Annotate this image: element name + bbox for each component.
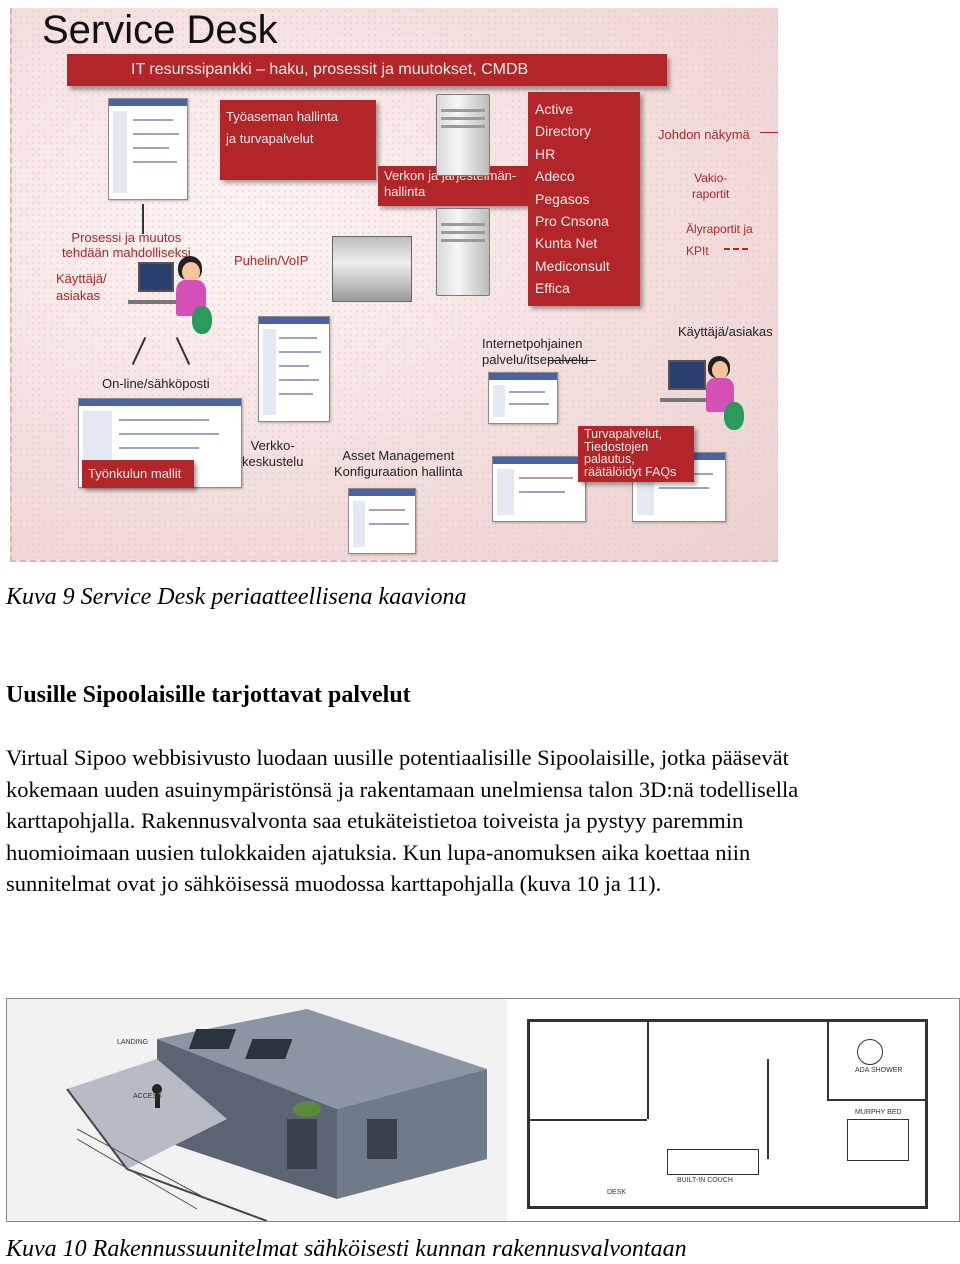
system-item: HR xyxy=(535,145,556,162)
standard-reports-line1: Vakio- xyxy=(694,171,728,185)
building-3d-render xyxy=(7,999,507,1221)
diagram-title: Service Desk xyxy=(42,8,278,52)
browser-screenshot-thumbnail xyxy=(258,316,330,422)
internet-service-label: Internetpohjainen palvelu/itsepalvelu xyxy=(482,336,588,368)
paragraph-line: karttapohjalla. Rakennusvalvonta saa etu… xyxy=(6,808,744,833)
user-customer-label: Käyttäjä/ asiakas xyxy=(56,270,107,304)
asset-line2: Konfiguraation hallinta xyxy=(334,464,463,479)
discussion-label: Verkko- keskustelu xyxy=(242,438,303,470)
systems-list: Active Directory HR Adeco Pegasos Pro Cn… xyxy=(528,92,640,306)
figure-9-caption: Kuva 9 Service Desk periaatteellisena ka… xyxy=(6,584,467,610)
plan-label: ADA SHOWER xyxy=(855,1067,903,1074)
self-service-screenshot-thumbnail xyxy=(488,372,558,424)
plan-label: LANDING xyxy=(117,1039,149,1046)
internet-line2: palvelu/itsepalvelu xyxy=(482,352,589,367)
server-icon xyxy=(436,208,490,296)
security-line2: Tiedostojen xyxy=(584,439,649,454)
up-arrow xyxy=(142,204,144,234)
body-paragraph: Virtual Sipoo webbisivusto luodaan uusil… xyxy=(6,742,956,900)
resource-bank-banner: IT resurssipankki – haku, prosessit ja m… xyxy=(67,54,667,86)
discussion-line2: keskustelu xyxy=(242,454,304,469)
security-line4: räätälöidyt FAQs xyxy=(584,464,677,479)
paragraph-line: kokemaan uuden asuinympäristönsä ja rake… xyxy=(6,776,799,802)
system-item: Directory xyxy=(535,123,592,140)
smart-reports-label: Älyraportit ja KPIt xyxy=(686,218,753,262)
plan-label: BUILT-IN COUCH xyxy=(677,1177,733,1184)
asset-management-label: Asset Management Konfiguraation hallinta xyxy=(334,448,463,480)
dash-line xyxy=(724,248,748,250)
process-line1: Prosessi ja muutos xyxy=(71,230,182,245)
security-line3: palautus, xyxy=(584,452,635,466)
workflow-screenshot-thumbnail xyxy=(108,98,188,200)
paragraph-line: Virtual Sipoo webbisivusto luodaan uusil… xyxy=(6,745,789,770)
building-plan-figure: ADA SHOWER MURPHY BED BUILT-IN COUCH DES… xyxy=(6,998,960,1222)
workstation-label-1: Työaseman hallinta xyxy=(226,109,339,124)
server-icon xyxy=(436,94,490,176)
configuration-screenshot-2 xyxy=(348,488,416,554)
security-services-box: Turvapalvelut, Tiedostojen palautus, rää… xyxy=(578,426,694,482)
workstation-management-box: Työaseman hallinta ja turvapalvelut xyxy=(220,100,376,180)
configuration-screenshot xyxy=(492,456,586,522)
dash-line xyxy=(760,132,778,133)
standard-reports-label: Vakio- raportit xyxy=(692,170,729,202)
plan-label: DESK xyxy=(607,1189,627,1196)
workflow-models-box: Työnkulun mallit xyxy=(82,460,194,488)
network-label-2: hallinta xyxy=(384,184,426,199)
user-line2: asiakas xyxy=(56,288,101,303)
system-item: Effica xyxy=(535,280,570,297)
process-line2: tehdään mahdolliseksi xyxy=(62,245,191,260)
paragraph-line: sunnitelmat ovat jo sähköisessä muodossa… xyxy=(6,871,662,896)
system-item: Adeco xyxy=(535,168,575,185)
discussion-line1: Verkko- xyxy=(250,438,295,453)
workstation-label-2: ja turvapalvelut xyxy=(226,131,314,146)
online-email-label: On-line/sähköposti xyxy=(102,376,210,391)
process-change-label: Prosessi ja muutos tehdään mahdolliseksi xyxy=(62,230,191,260)
smart-reports-line2: KPIt xyxy=(686,244,709,258)
system-item: Pegasos xyxy=(535,190,590,207)
phone-voip-label: Puhelin/VoIP xyxy=(234,253,309,268)
system-item: Active xyxy=(535,101,574,117)
dash-line xyxy=(548,360,596,361)
system-item: Kunta Net xyxy=(535,235,598,252)
system-item: Pro Cnsona xyxy=(535,213,609,230)
security-line1: Turvapalvelut, xyxy=(584,427,663,441)
floor-plan: ADA SHOWER MURPHY BED BUILT-IN COUCH DES… xyxy=(507,999,959,1221)
plan-label: MURPHY BED xyxy=(855,1109,902,1116)
management-view-label: Johdon näkymä xyxy=(658,127,750,142)
standard-reports-line2: raportit xyxy=(692,187,730,201)
section-heading: Uusille Sipoolaisille tarjottavat palvel… xyxy=(6,682,411,708)
paragraph-line: huomioimaan uusien tulokkaiden ajatuksia… xyxy=(6,839,751,865)
system-item: Mediconsult xyxy=(535,257,610,274)
service-desk-diagram: Service Desk IT resurssipankki – haku, p… xyxy=(10,8,778,562)
user-customer-right-label: Käyttäjä/asiakas xyxy=(678,324,773,339)
user-line1: Käyttäjä/ xyxy=(56,271,107,286)
smart-reports-line1: Älyraportit ja xyxy=(686,222,753,236)
plan-label: ACCESS xyxy=(133,1093,162,1100)
person-photo xyxy=(332,236,412,302)
asset-line1: Asset Management xyxy=(342,448,455,463)
internet-line1: Internetpohjainen xyxy=(482,336,583,351)
user-at-computer-icon xyxy=(656,346,756,446)
user-at-computer-icon xyxy=(120,248,220,348)
figure-10-caption: Kuva 10 Rakennussuunitelmat sähköisesti … xyxy=(6,1236,687,1262)
